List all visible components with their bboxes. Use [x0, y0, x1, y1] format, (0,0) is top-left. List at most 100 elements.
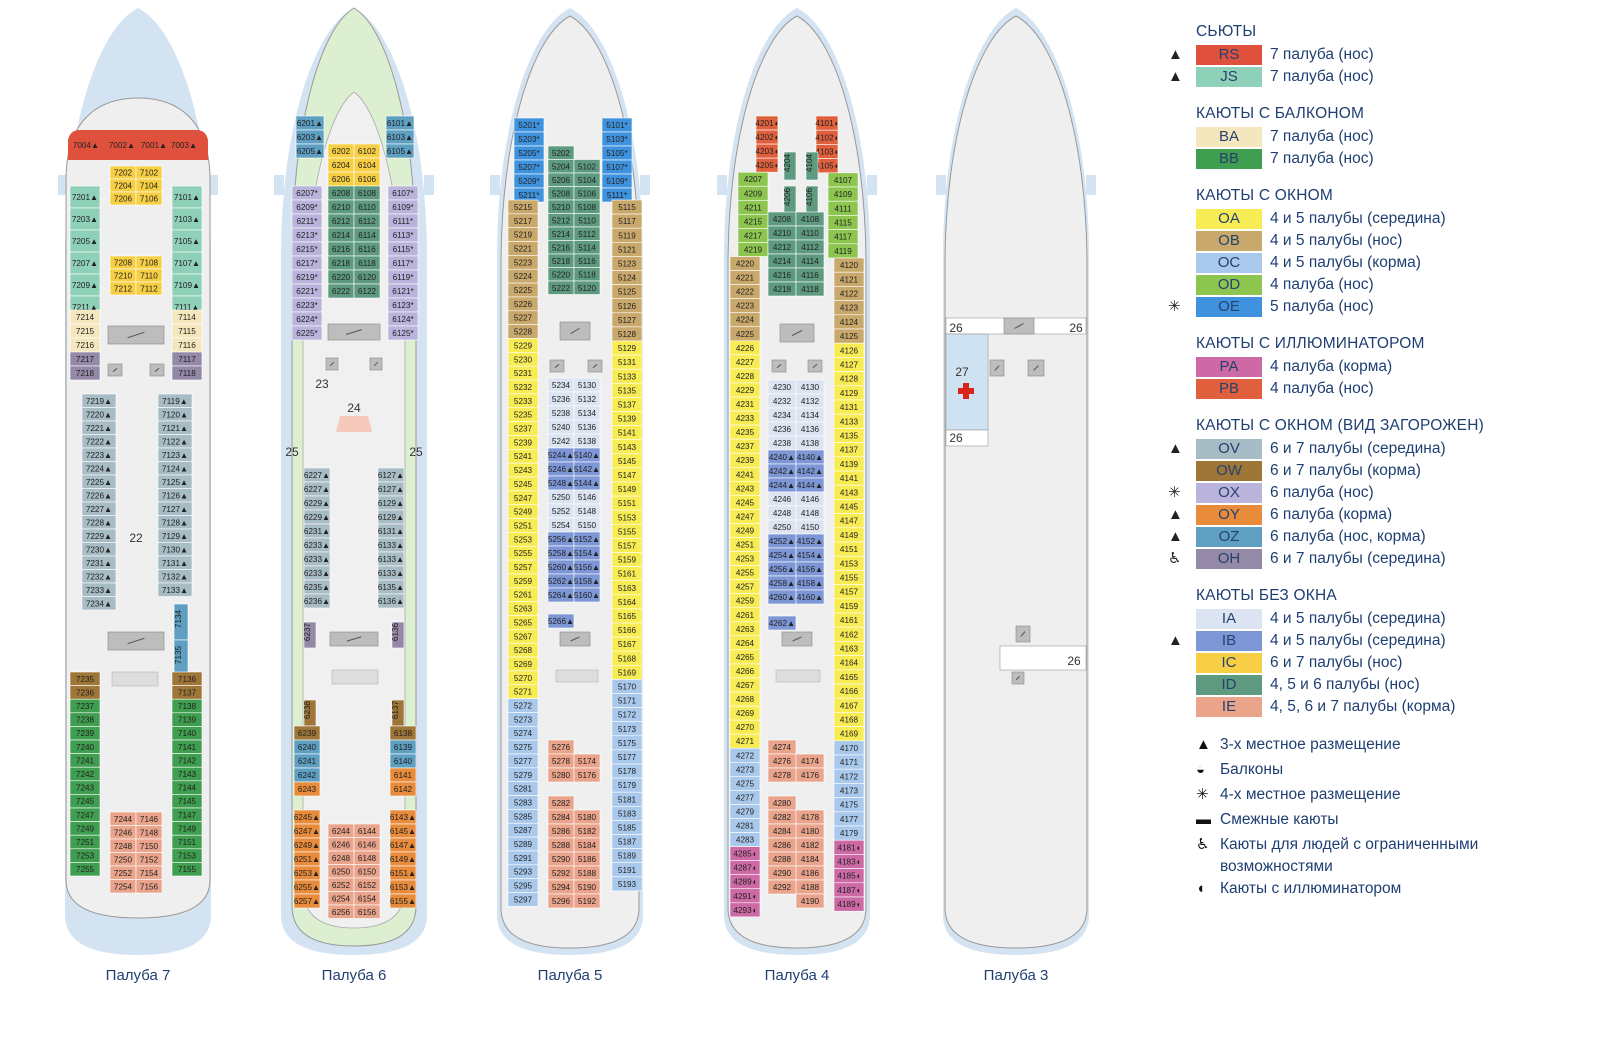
cabin: 4228	[729, 368, 761, 384]
deck-area-number: 25	[409, 445, 423, 459]
svg-text:7115: 7115	[178, 327, 196, 336]
svg-text:7233▲: 7233▲	[86, 586, 112, 595]
cabin: 4276	[767, 753, 797, 769]
cabin: 6207*	[291, 185, 323, 201]
cabin: 4109	[827, 186, 859, 202]
cabin: 7117	[171, 351, 203, 367]
svg-text:5294: 5294	[552, 883, 571, 892]
cabin: 5274	[507, 725, 539, 741]
svg-text:5217: 5217	[514, 217, 533, 226]
svg-text:7112: 7112	[140, 285, 158, 294]
cabin: 4219	[737, 242, 769, 257]
cabin: 6108	[353, 185, 381, 201]
svg-text:6207*: 6207*	[296, 189, 318, 198]
cabin: 5234	[547, 377, 575, 393]
svg-text:6133▲: 6133▲	[378, 569, 404, 578]
svg-text:5241: 5241	[514, 452, 533, 461]
svg-text:7102: 7102	[140, 169, 159, 178]
cabin: 7143	[171, 766, 203, 782]
cabin: 6213*	[291, 227, 323, 243]
cabin: 7220▲	[81, 407, 117, 422]
svg-text:5267: 5267	[514, 632, 533, 641]
cabin: 5254	[547, 517, 575, 533]
svg-text:5226: 5226	[514, 300, 533, 309]
deck-plan-map: 7004▲7002▲7001▲7003▲7201▲7203▲7205▲7207▲…	[58, 7, 1096, 984]
svg-text:6227▲: 6227▲	[304, 471, 330, 480]
svg-text:4170: 4170	[840, 744, 859, 753]
cabin: 7248	[109, 838, 137, 853]
svg-text:6247▲: 6247▲	[294, 827, 320, 836]
svg-text:7238: 7238	[76, 716, 95, 725]
svg-text:4171: 4171	[840, 758, 859, 767]
cabin: 4216	[767, 267, 797, 283]
cabin: 7104	[135, 178, 163, 193]
cabin: 5205*	[513, 145, 545, 161]
svg-text:6123*: 6123*	[392, 301, 414, 310]
svg-text:6233▲: 6233▲	[304, 541, 330, 550]
legend-color-swatch: IA	[1196, 609, 1262, 629]
cabin: 5216	[547, 240, 575, 255]
cabin: 5288	[547, 837, 575, 853]
svg-text:5126: 5126	[618, 302, 637, 311]
cabin: 6217*	[291, 255, 323, 271]
legend-description: 4, 5 и 6 палубы (нос)	[1270, 676, 1420, 693]
svg-text:4172: 4172	[840, 772, 859, 781]
cabin: 6216	[327, 241, 355, 257]
cabin: 7241	[69, 753, 101, 768]
cabin: 7209▲	[69, 273, 101, 297]
svg-text:7154: 7154	[140, 869, 159, 878]
cabin: 6211*	[291, 213, 323, 229]
cabin: 4260▲	[767, 589, 797, 605]
cabin: 4106	[805, 185, 819, 215]
cabin: 5204	[547, 159, 575, 174]
cabin: 5280	[547, 767, 575, 783]
cabin: 4229	[729, 382, 761, 398]
cabin: 6254	[327, 891, 355, 906]
svg-text:4254▲: 4254▲	[769, 551, 795, 560]
cabin: 6120	[353, 269, 381, 285]
svg-text:4246: 4246	[773, 495, 792, 504]
cabin: 4107	[827, 172, 859, 188]
svg-text:5257: 5257	[514, 563, 533, 572]
svg-text:5179: 5179	[618, 781, 637, 790]
cabin: 5239	[507, 435, 539, 450]
svg-text:6144: 6144	[358, 827, 377, 836]
cabin: 5292	[547, 865, 575, 881]
stairs-icon	[807, 359, 823, 373]
svg-text:4218: 4218	[773, 285, 792, 294]
svg-text:7149: 7149	[178, 824, 197, 833]
svg-text:5246▲: 5246▲	[548, 465, 574, 474]
svg-text:5297: 5297	[514, 895, 533, 904]
cabin: 5116	[573, 253, 601, 268]
cabin: 4288	[767, 851, 797, 867]
cabin: 7204	[109, 178, 137, 193]
cabin: 7218	[69, 365, 101, 381]
svg-text:6142: 6142	[394, 785, 413, 794]
svg-text:7212: 7212	[114, 285, 133, 294]
svg-text:7206: 7206	[114, 195, 133, 204]
svg-text:5152▲: 5152▲	[574, 535, 600, 544]
symbol-description: Балконы	[1220, 761, 1284, 778]
svg-text:5188: 5188	[578, 869, 597, 878]
cabin: 4162	[833, 626, 865, 642]
cabin: 5142▲	[573, 461, 601, 477]
cabin: 5189	[611, 848, 643, 863]
cabin: 4188	[795, 879, 825, 895]
cabin: 6117*	[387, 255, 419, 271]
svg-text:6122: 6122	[358, 287, 377, 296]
svg-text:5182: 5182	[578, 827, 597, 836]
stairs-icon	[107, 363, 123, 377]
cabin: 5251	[507, 518, 539, 533]
cabin: 5124	[611, 270, 643, 285]
svg-text:4121: 4121	[840, 275, 859, 284]
cabin: 7128▲	[157, 515, 193, 530]
svg-text:5262▲: 5262▲	[548, 577, 574, 586]
cabin: 6212	[327, 213, 355, 229]
cabin: 7223▲	[81, 447, 117, 462]
cabin: 6253▲	[293, 865, 321, 881]
svg-text:5238: 5238	[552, 409, 571, 418]
svg-text:7146: 7146	[140, 815, 159, 824]
cabin: 4257	[729, 579, 761, 595]
